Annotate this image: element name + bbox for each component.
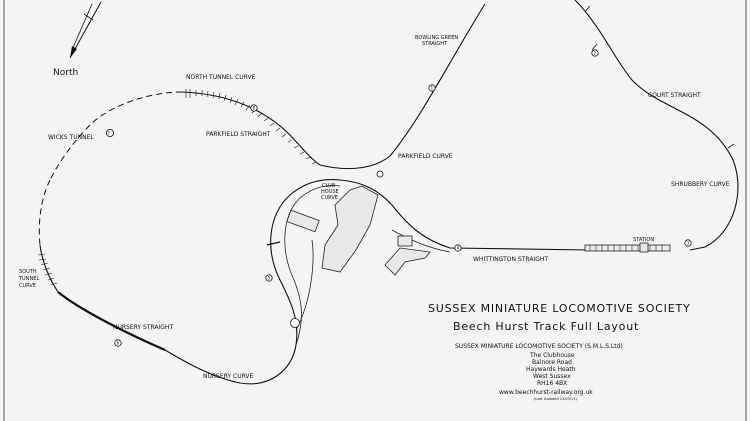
nursery-curve-track bbox=[164, 178, 341, 385]
marker-5: 5 bbox=[265, 274, 273, 282]
inner-branch-track bbox=[295, 239, 314, 331]
label-south-tunnel-line3: CURVE bbox=[19, 283, 36, 289]
south-tunnel-sleepers bbox=[37, 253, 58, 286]
marker-1: 1 bbox=[428, 84, 436, 92]
nursery-straight-track bbox=[57, 291, 166, 352]
label-court-straight: COURT STRAIGHT bbox=[648, 92, 701, 99]
main-line-track bbox=[319, 3, 486, 170]
west-curve-track bbox=[39, 244, 59, 293]
track-sleepers bbox=[185, 89, 317, 165]
label-south-tunnel-line1: SOUTH bbox=[19, 269, 37, 275]
address-line-town: Haywards Heath bbox=[526, 366, 576, 373]
bridge-mark bbox=[266, 241, 281, 246]
parkfield-straight-track bbox=[181, 91, 321, 166]
main-line-track-upper bbox=[574, 0, 739, 251]
workshop-building bbox=[286, 209, 320, 233]
wicks-tunnel-track bbox=[38, 179, 51, 246]
website-link[interactable]: www.beechhurst-railway.org.uk bbox=[499, 389, 593, 396]
clubhouse-building bbox=[321, 185, 379, 273]
svg-text:5: 5 bbox=[268, 276, 271, 281]
marker-3: 3 bbox=[684, 239, 692, 247]
label-south-tunnel-line2: TUNNEL bbox=[18, 276, 39, 282]
svg-text:6: 6 bbox=[117, 341, 120, 346]
label-north-tunnel-curve: NORTH TUNNEL CURVE bbox=[186, 74, 256, 81]
carriage-shed bbox=[384, 247, 431, 276]
station-hatching bbox=[589, 245, 663, 251]
address-line-postcode: RH16 4BX bbox=[537, 380, 567, 387]
svg-text:1: 1 bbox=[431, 86, 434, 91]
label-bowling-green-line2: STRAIGHT bbox=[422, 41, 448, 47]
svg-text:8: 8 bbox=[253, 106, 256, 111]
water-tower-icon bbox=[376, 170, 384, 178]
svg-text:2: 2 bbox=[594, 51, 597, 56]
marker-4: 4 bbox=[454, 244, 462, 252]
address-line-county: West Sussex bbox=[533, 373, 571, 380]
north-label: North bbox=[53, 68, 78, 78]
label-nursery-curve: NURSERY CURVE bbox=[203, 373, 254, 380]
marker-7: 7 bbox=[106, 128, 115, 137]
address-line-clubhouse: The Clubhouse bbox=[529, 352, 575, 359]
label-nursery-straight: NURSERY STRAIGHT bbox=[113, 324, 173, 331]
station-building bbox=[639, 242, 649, 253]
north-arrow-icon bbox=[69, 1, 102, 59]
label-whittington-straight: WHITTINGTON STRAIGHT bbox=[473, 256, 548, 263]
club-house-curve-track bbox=[339, 179, 591, 251]
marker-2: 2 bbox=[591, 49, 599, 57]
address-society: SUSSEX MINIATURE LOCOMOTIVE SOCIETY (S.M… bbox=[455, 343, 623, 350]
svg-text:4: 4 bbox=[457, 246, 460, 251]
svg-text:7: 7 bbox=[108, 131, 111, 136]
label-wicks-tunnel: WICKS TUNNEL bbox=[48, 134, 94, 141]
siding-track bbox=[391, 229, 451, 253]
title-society: SUSSEX MINIATURE LOCOMOTIVE SOCIETY bbox=[428, 302, 691, 315]
label-parkfield-straight: PARKFIELD STRAIGHT bbox=[206, 131, 271, 138]
title-layout: Beech Hurst Track Full Layout bbox=[453, 320, 639, 333]
north-tunnel-track bbox=[49, 91, 183, 181]
label-club-house-line3: CURVE bbox=[321, 195, 338, 201]
label-club-house-line1: CLUB bbox=[322, 183, 336, 189]
label-station: STATION bbox=[633, 237, 654, 243]
address-line-road: Balnore Road bbox=[532, 359, 572, 366]
label-club-house-line2: HOUSE bbox=[321, 189, 339, 195]
station-platform bbox=[584, 244, 671, 252]
last-updated: (Last Updated 12/03/11) bbox=[534, 397, 577, 401]
inner-loop-track bbox=[284, 185, 341, 346]
label-bowling-green-line1: BOWLING GREEN bbox=[415, 35, 458, 41]
label-parkfield-curve: PARKFIELD CURVE bbox=[398, 153, 453, 160]
signal-box bbox=[397, 235, 413, 247]
label-shrubbery-curve: SHRUBBERY CURVE bbox=[671, 181, 730, 188]
marker-8: 8 bbox=[250, 104, 258, 112]
svg-text:3: 3 bbox=[687, 241, 690, 246]
turntable-icon bbox=[290, 318, 300, 328]
marker-6: 6 bbox=[114, 339, 122, 347]
